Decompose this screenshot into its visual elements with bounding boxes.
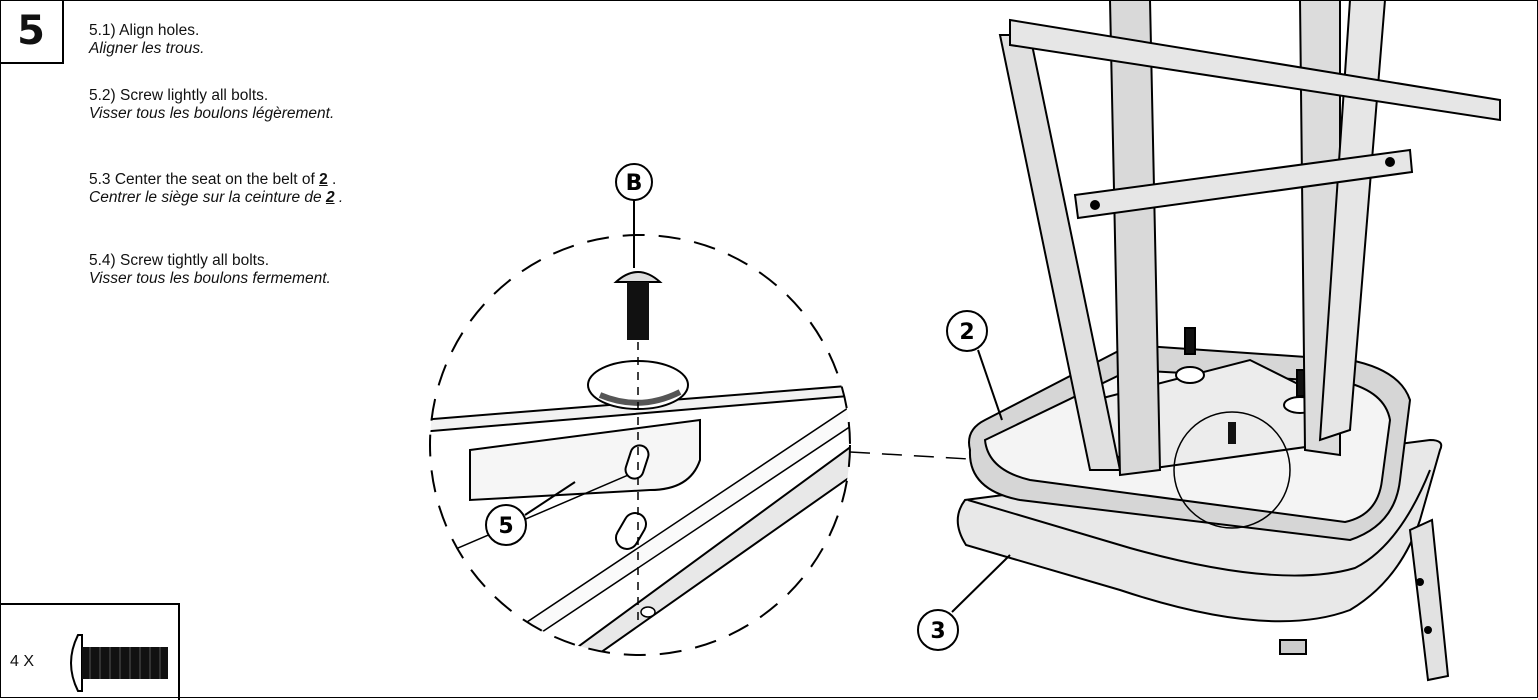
instruction-1-fr: Aligner les trous. bbox=[89, 40, 205, 57]
bolt-icon bbox=[70, 634, 168, 692]
callout-3-label: 3 bbox=[930, 619, 945, 644]
instruction-4-fr: Visser tous les boulons fermement. bbox=[89, 270, 331, 287]
callout-2-label: 2 bbox=[959, 320, 974, 345]
hardware-quantity: 4 X bbox=[10, 653, 35, 670]
instruction-3-en: 5.3 Center the seat on the belt of 2 . bbox=[89, 171, 343, 189]
instruction-3-fr-end: . bbox=[338, 189, 344, 206]
instruction-2-fr: Visser tous les boulons légèrement. bbox=[89, 105, 335, 122]
instruction-1: 5.1) Align holes. Aligner les trous. bbox=[89, 22, 204, 58]
instruction-3-fr-text: Centrer le siège sur la ceinture de bbox=[89, 189, 326, 206]
instruction-3-en-end: . bbox=[332, 171, 337, 188]
callout-5-label: 5 bbox=[498, 514, 513, 539]
instruction-4: 5.4) Screw tightly all bolts. Visser tou… bbox=[89, 252, 331, 288]
detail-view bbox=[430, 235, 850, 655]
chair-assembly bbox=[956, 0, 1501, 682]
instruction-2: 5.2) Screw lightly all bolts. Visser tou… bbox=[89, 87, 334, 123]
part-2-ref-fr: 2 bbox=[325, 189, 335, 206]
instruction-4-en: 5.4) Screw tightly all bolts. bbox=[89, 252, 270, 269]
step-number: 5 bbox=[0, 0, 64, 64]
hardware-box: 4 X bbox=[0, 603, 180, 700]
instruction-3: 5.3 Center the seat on the belt of 2 . C… bbox=[89, 171, 343, 207]
instruction-3-en-text: 5.3 Center the seat on the belt of bbox=[89, 171, 320, 188]
instruction-3-fr: Centrer le siège sur la ceinture de 2 . bbox=[89, 189, 343, 207]
instruction-2-en: 5.2) Screw lightly all bolts. bbox=[89, 87, 269, 104]
callout-b-label: B bbox=[626, 171, 643, 196]
part-2-ref: 2 bbox=[319, 171, 328, 188]
instruction-1-en: 5.1) Align holes. bbox=[89, 22, 200, 39]
